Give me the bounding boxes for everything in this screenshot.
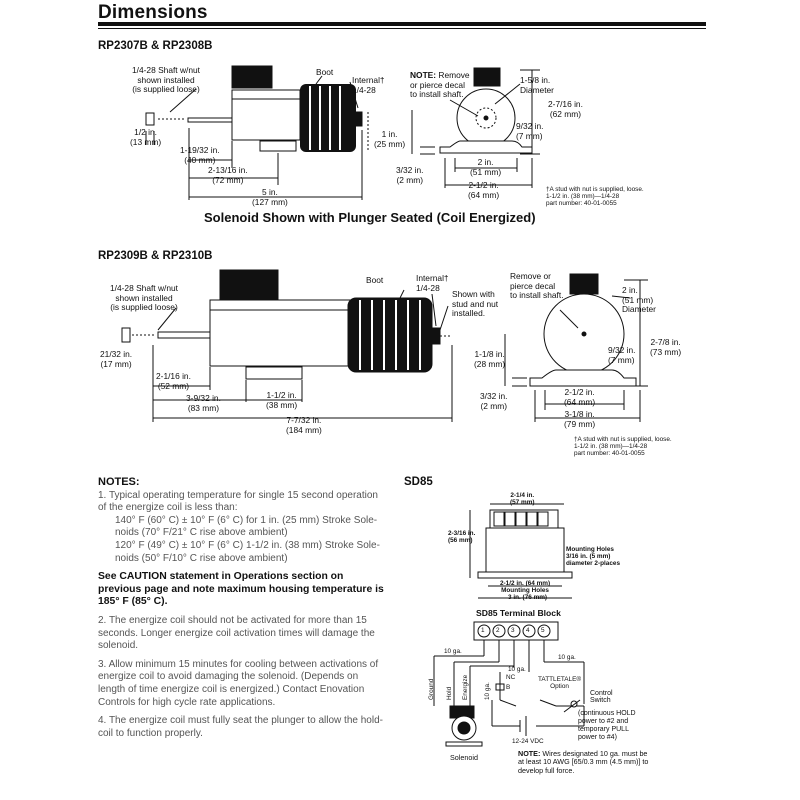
s1-dim-1-19-32: 1-19/32 in. (40 mm) [180, 145, 220, 165]
s1-dim-5in: 5 in. (127 mm) [252, 187, 288, 207]
solenoid2-side-view [121, 269, 453, 422]
s2-dim-7-7-32: 7-7/32 in. (184 mm) [286, 415, 322, 435]
s2-dim-21-32: 21/32 in. (17 mm) [100, 349, 133, 369]
s2-boot-label: Boot [366, 275, 384, 285]
ground-label: Ground [428, 678, 435, 700]
s1-dim-1-5-8: 1-5/8 in. Diameter [520, 75, 554, 95]
s1-note-text: Remove or pierce decal to install shaft. [410, 70, 470, 100]
solenoid2-end-view [504, 273, 648, 422]
sd85-title: SD85 [404, 476, 433, 488]
note-1b: 120° F (49° C) ± 10° F (6° C) 1-1/2 in. … [115, 539, 380, 564]
sd85-note-text: Wires designated 10 ga. must be at least… [518, 749, 649, 775]
caution-note: See CAUTION statement in Operations sect… [98, 571, 384, 608]
note-3: 3. Allow minimum 15 minutes for cooling … [98, 658, 379, 708]
sd85-mount-holes: Mounting Holes 3/16 in. (5 mm) diameter … [566, 546, 620, 568]
terminal-3: 3 [511, 627, 515, 634]
notes-title: NOTES: [98, 476, 140, 488]
terminal-5: 5 [541, 627, 545, 634]
s2-dim-3-32: 3/32 in. (2 mm) [480, 391, 508, 411]
solenoid-label: Solenoid [450, 753, 478, 762]
internal-stud [353, 111, 363, 127]
s1-dim-2-7-16: 2-7/16 in. (62 mm) [548, 99, 583, 119]
s1-dim-2-1-2: 2-1/2 in. (64 mm) [468, 180, 500, 200]
s1-dim-3-32: 3/32 in. (2 mm) [396, 165, 424, 185]
title-rule-thin [98, 28, 706, 29]
wire-10ga-right: 10 ga. [558, 654, 576, 661]
wire-10ga-hold: 10 ga. [484, 682, 491, 700]
s2-dim-1-1-8: 1-1/8 in. (28 mm) [474, 349, 506, 369]
solenoid1-side-view [145, 65, 369, 200]
b-label: B [506, 684, 511, 691]
s1-note-bold: NOTE: [410, 70, 437, 80]
s2-dim-2in-dia: 2 in. (51 mm) Diameter [622, 285, 656, 315]
s2-internal-label: Internal† 1/4-28 [416, 273, 449, 293]
energize-label: Energize [462, 674, 469, 700]
s2-dim-2-1-16: 2-1/16 in. (52 mm) [156, 371, 191, 391]
s2-stud-label: Shown with stud and nut installed. [452, 289, 499, 319]
s1-note: NOTE: Remove or pierce decal to install … [410, 70, 470, 100]
sd85-note: NOTE: Wires designated 10 ga. must be at… [518, 749, 649, 775]
title-rule [98, 22, 706, 26]
s2-footnote: †A stud with nut is supplied, loose. 1-1… [574, 436, 672, 458]
s1-boot-label: Boot [316, 67, 334, 77]
s1-internal-label: Internal† 1/4-28 [352, 75, 385, 95]
coil-cap [231, 65, 273, 89]
solenoid1-end-view [411, 67, 540, 188]
shaft-nut [145, 112, 155, 126]
vdc-label: 12-24 VDC [512, 738, 544, 745]
sd85-terminal-title: SD85 Terminal Block [476, 608, 561, 618]
section1-model: RP2307B & RP2308B [98, 40, 213, 52]
sd85-terminal-block [433, 621, 585, 736]
wire-10ga-energize: 10 ga. [508, 666, 526, 673]
tattletale-label: TATTLETALE® Option [538, 676, 582, 691]
sd85-width-top: 2-1/4 in. (57 mm) [510, 492, 535, 507]
s2-dim-1-1-2: 1-1/2 in. (38 mm) [266, 390, 298, 410]
note-2: 2. The energize coil should not be activ… [98, 614, 375, 652]
note-1a: 140° F (60° C) ± 10° F (6° C) for 1 in. … [115, 514, 378, 539]
s2-dim-3-1-8: 3-1/8 in. (79 mm) [564, 409, 596, 429]
boot-bellows [300, 84, 356, 152]
sd85-note-bold: NOTE: [518, 749, 541, 758]
sd85-width-holes: 2-1/2 in. (64 mm) Mounting Holes [500, 580, 551, 595]
note-4: 4. The energize coil must fully seat the… [98, 715, 383, 739]
hold-label: Hold [446, 686, 453, 700]
switch-note: (continuous HOLD power to #2 and tempora… [578, 710, 636, 741]
sd85-width-total: 3 in. (76 mm) [508, 594, 548, 601]
s2-dim-3-9-32: 3-9/32 in. (83 mm) [186, 393, 221, 413]
section2-model: RP2309B & RP2310B [98, 250, 213, 262]
sd85-module [469, 503, 573, 599]
terminal-1: 1 [481, 627, 485, 634]
s1-dim-2in: 2 in. (51 mm) [470, 157, 502, 177]
shaft [187, 117, 233, 123]
s2-remove-label: Remove or pierce decal to install shaft. [510, 271, 564, 301]
note-1: 1. Typical operating temperature for sin… [98, 489, 378, 514]
control-switch-label: Control Switch [590, 690, 613, 705]
s2-dim-2-7-8: 2-7/8 in. (73 mm) [650, 337, 682, 357]
nc-label: NC [506, 674, 516, 681]
s1-dim-1in: 1 in. (25 mm) [374, 129, 406, 149]
sd85-solenoid-icon [445, 705, 483, 747]
page-title: Dimensions [98, 2, 208, 23]
s1-dim-2-13-16: 2-13/16 in. (72 mm) [208, 165, 248, 185]
s2-shaft-label: 1/4-28 Shaft w/nut shown installed (is s… [110, 283, 178, 313]
s1-dim-half: 1/2 in. (13 mm) [130, 127, 162, 147]
terminal-2: 2 [496, 627, 500, 634]
mount-foot [259, 140, 297, 152]
notes-block: NOTES: 1. Typical operating temperature … [98, 476, 384, 746]
s1-dim-9-32: 9/32 in. (7 mm) [516, 121, 544, 141]
sd85-height-left: 2-3/16 in. (56 mm) [448, 530, 476, 545]
wire-10ga-ground: 10 ga. [444, 648, 462, 655]
terminal-4: 4 [526, 627, 530, 634]
s2-dim-9-32: 9/32 in. (7 mm) [608, 345, 636, 365]
s1-shaft-label: 1/4-28 Shaft w/nut shown installed (is s… [132, 65, 200, 95]
s1-caption: Solenoid Shown with Plunger Seated (Coil… [204, 210, 536, 225]
s2-dim-2-1-2: 2-1/2 in. (64 mm) [564, 387, 596, 407]
s1-footnote: †A stud with nut is supplied, loose. 1-1… [546, 186, 644, 208]
